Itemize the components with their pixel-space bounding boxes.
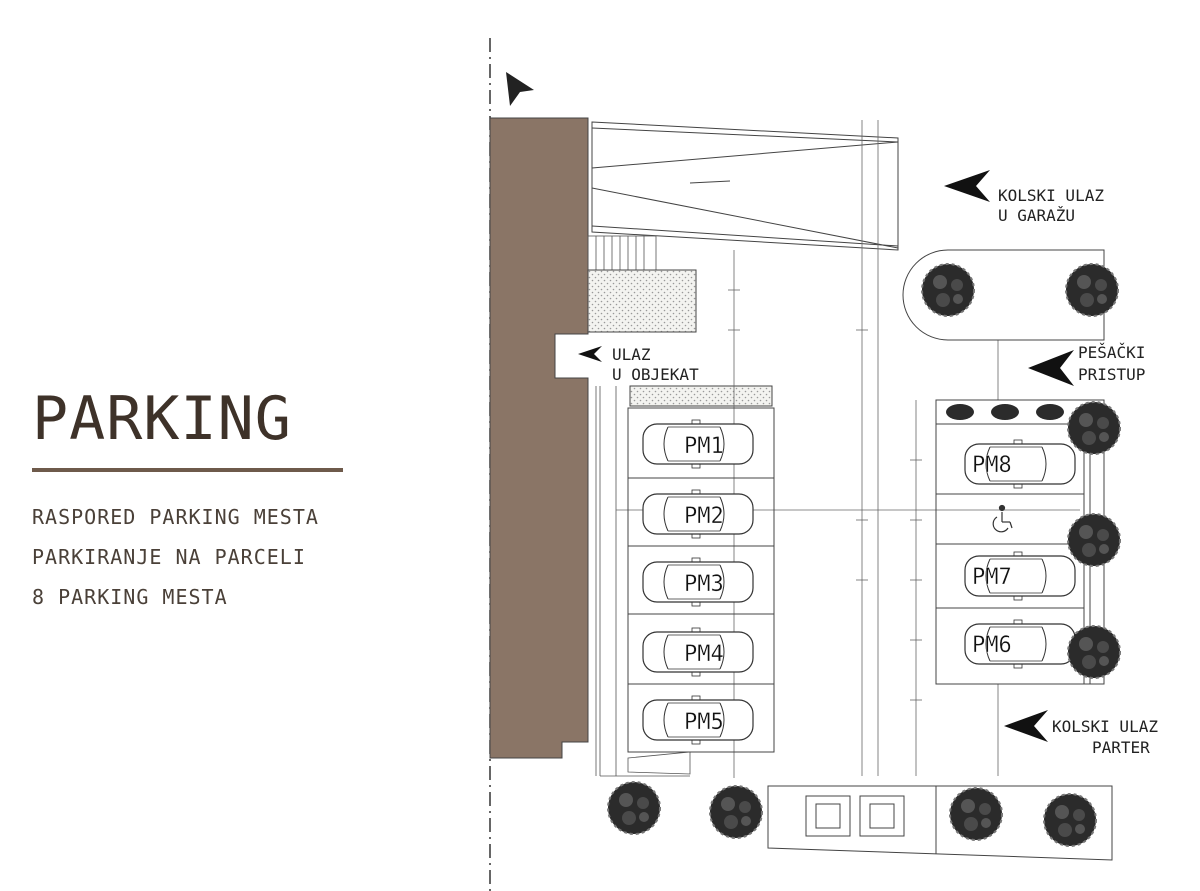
paved-area — [587, 269, 697, 333]
building-entry-label-1: ULAZ — [612, 345, 651, 364]
building-wall — [489, 117, 589, 759]
tree-icon — [1065, 263, 1119, 317]
stairs — [587, 235, 657, 271]
ground-entry-arrow-icon — [1004, 710, 1048, 742]
building-entry-label-2: U OBJEKAT — [612, 365, 699, 384]
garage-entry-label-2: U GARAŽU — [998, 206, 1075, 225]
tree-icon — [709, 785, 763, 839]
hedge-row — [946, 404, 1064, 420]
subtitle-line-2: PARKIRANJE NA PARCELI — [32, 545, 306, 569]
pedestrian-label-2: PRISTUP — [1078, 365, 1145, 384]
spot-label-pm6: PM6 — [972, 633, 1012, 658]
spot-label-pm3: PM3 — [684, 572, 724, 597]
north-arrow-icon — [506, 72, 534, 106]
tree-icon — [1067, 513, 1121, 567]
building-entry-arrow-icon — [578, 346, 602, 362]
paved-strip — [629, 385, 773, 407]
subtitle-line-1: RASPORED PARKING MESTA — [32, 505, 319, 529]
tree-icon — [921, 263, 975, 317]
pedestrian-label-1: PEŠAČKI — [1078, 343, 1145, 362]
title-underline — [32, 468, 343, 472]
garage-entry-arrow-icon — [944, 170, 990, 202]
spot-label-pm7: PM7 — [972, 565, 1012, 590]
parking-block-left — [627, 407, 775, 753]
ground-entry-label-2: PARTER — [1092, 738, 1150, 757]
spot-label-pm4: PM4 — [684, 642, 724, 667]
pedestrian-arrow-icon — [1028, 350, 1074, 386]
spot-label-pm1: PM1 — [684, 434, 724, 459]
wheelchair-icon — [992, 504, 1013, 533]
garage-ramp — [591, 121, 899, 251]
tree-icon — [1067, 401, 1121, 455]
tree-icon — [949, 787, 1003, 841]
ground-entry-label-1: KOLSKI ULAZ — [1052, 717, 1158, 736]
walkway — [595, 386, 691, 777]
spot-label-pm5: PM5 — [684, 710, 724, 735]
page-title: PARKING — [32, 384, 292, 454]
spot-label-pm8: PM8 — [972, 453, 1012, 478]
tree-icon — [607, 781, 661, 835]
subtitle-line-3: 8 PARKING MESTA — [32, 585, 228, 609]
tree-icon — [1067, 625, 1121, 679]
bottom-planters — [767, 785, 1113, 861]
tree-icon — [1043, 793, 1097, 847]
spot-label-pm2: PM2 — [684, 504, 724, 529]
garage-entry-label-1: KOLSKI ULAZ — [998, 186, 1104, 205]
